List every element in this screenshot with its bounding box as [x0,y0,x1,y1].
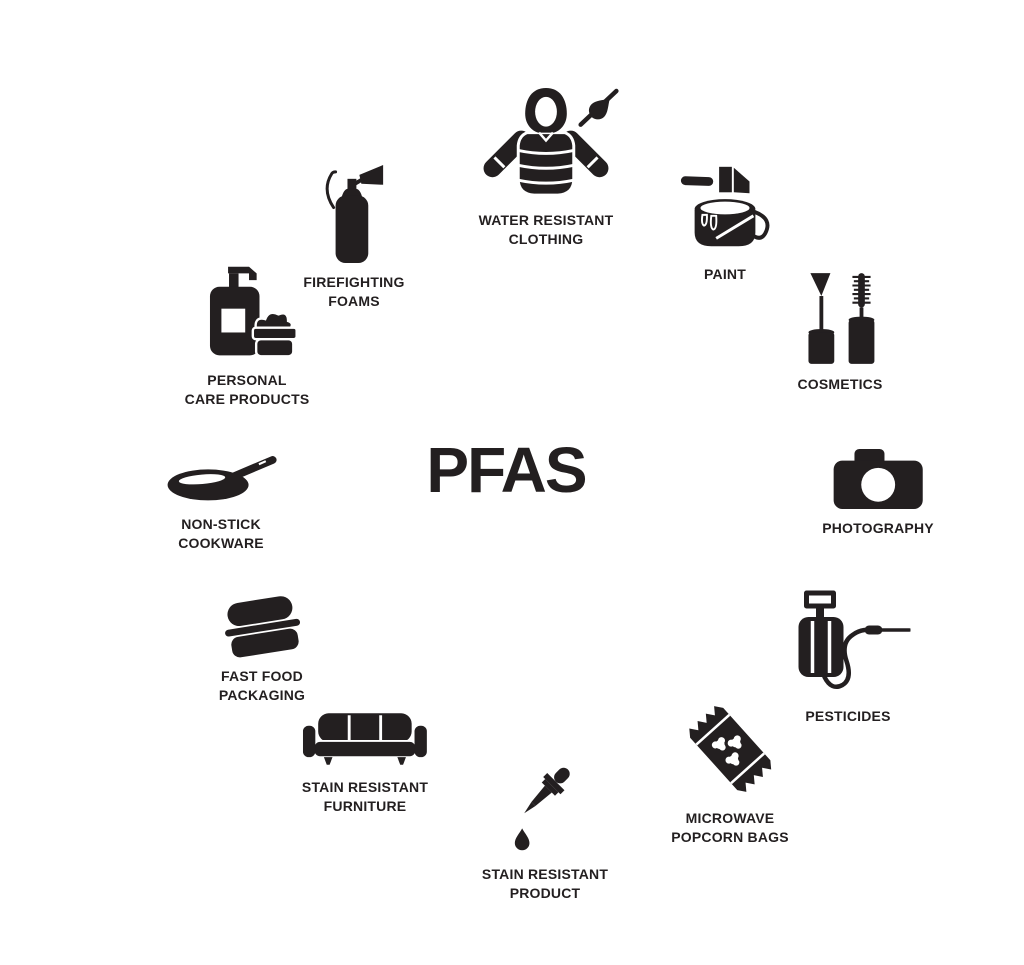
item-label: WATER RESISTANT CLOTHING [478,212,614,247]
item-label: FIREFIGHTING FOAMS [303,274,405,309]
camera-icon [833,448,923,509]
item-firefighting-foams: FIREFIGHTING FOAMS [303,162,404,311]
item-stain-resistant-furniture: STAIN RESISTANT FURNITURE [302,711,428,816]
item-label: MICROWAVE POPCORN BAGS [671,810,789,845]
sofa-icon [303,713,427,765]
item-cosmetics: COSMETICS [797,270,883,394]
item-label: FAST FOOD PACKAGING [218,668,306,703]
item-label: PAINT [704,266,746,282]
pesticide-sprayer-icon [798,590,911,689]
lotion-bottle-cream-jar-icon [210,266,299,358]
paint-bucket-brush-icon [680,166,770,247]
item-microwave-popcorn-bags: MICROWAVE POPCORN BAGS [671,698,789,847]
item-personal-care-products: PERSONAL CARE PRODUCTS [185,262,310,409]
mascara-wands-icon [808,273,875,364]
fire-extinguisher-icon [325,164,383,264]
item-label: PHOTOGRAPHY [822,520,934,536]
item-label: COSMETICS [797,376,883,392]
popcorn-bag-icon [689,706,771,792]
item-label: STAIN RESISTANT FURNITURE [301,779,429,814]
page-title: PFAS [426,434,587,506]
winter-jacket-water-repellent-icon [483,88,619,197]
item-label: NON-STICK COOKWARE [178,516,264,551]
item-fast-food-packaging: FAST FOOD PACKAGING [212,596,312,705]
item-paint: PAINT [675,158,775,284]
item-label: PESTICIDES [805,708,891,724]
item-water-resistant-clothing: WATER RESISTANT CLOTHING [471,88,621,249]
takeout-clamshell-icon [225,596,301,658]
item-pesticides: PESTICIDES [786,590,911,726]
frying-pan-icon [167,456,277,501]
item-label: STAIN RESISTANT PRODUCT [481,866,609,901]
item-non-stick-cookware: NON-STICK COOKWARE [165,450,277,553]
item-photography: PHOTOGRAPHY [822,446,934,538]
item-stain-resistant-product: STAIN RESISTANT PRODUCT [482,760,608,903]
eyedropper-drop-icon [514,767,570,851]
item-label: PERSONAL CARE PRODUCTS [184,372,310,407]
